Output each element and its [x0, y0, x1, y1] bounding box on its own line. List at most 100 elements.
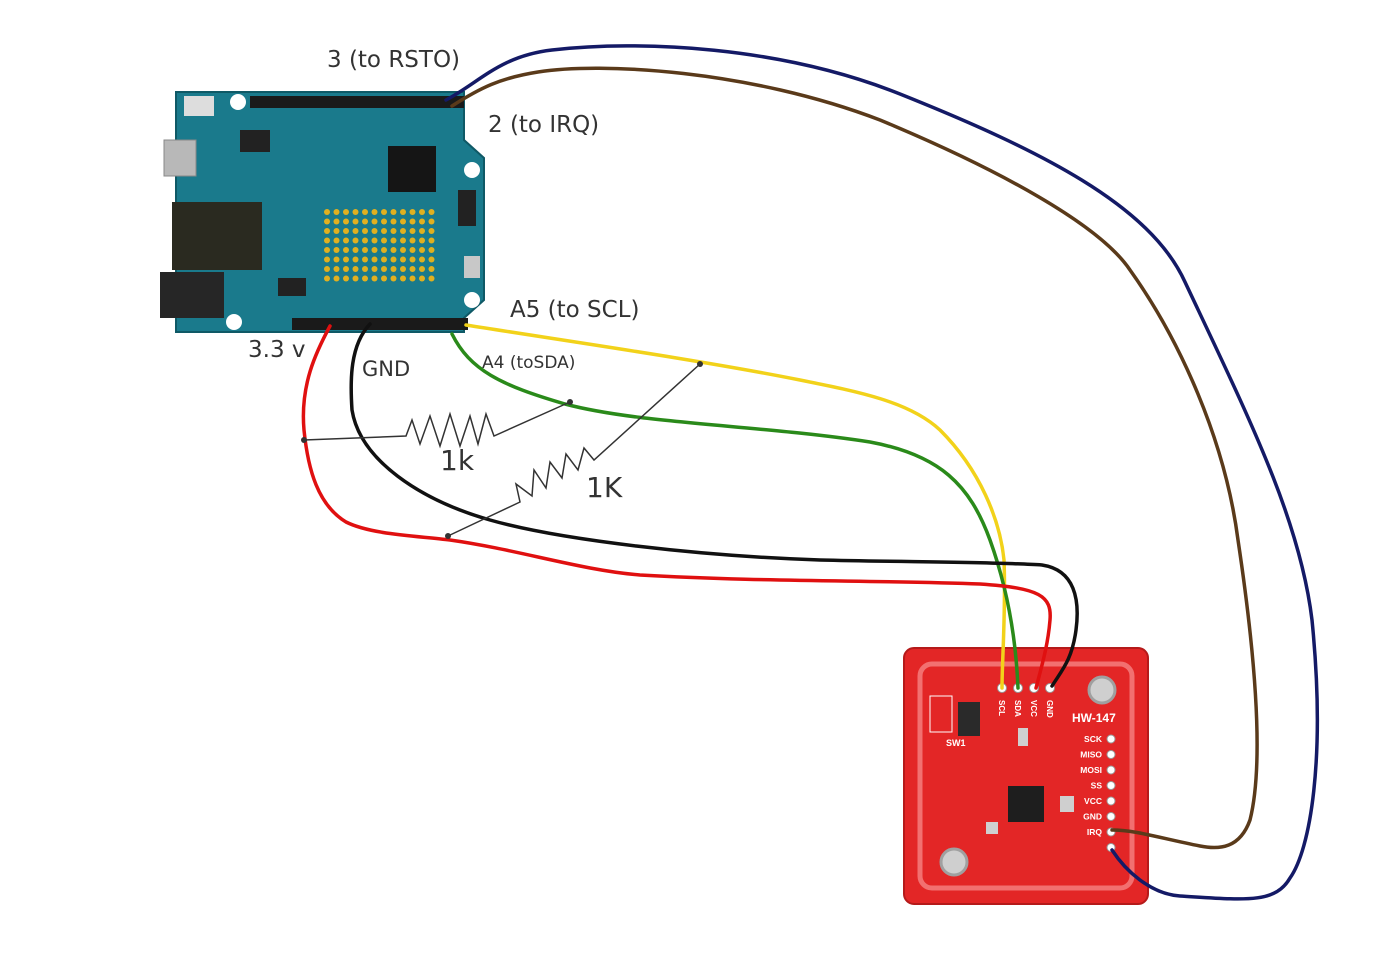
module-pin	[1106, 734, 1116, 744]
led-dot	[419, 275, 425, 282]
side-pin-label: SCK	[1084, 734, 1103, 744]
led-dot	[409, 256, 416, 263]
wire-yellow-scl	[464, 323, 1007, 690]
led-dot	[371, 256, 378, 263]
side-pin-label: IRQ	[1087, 827, 1103, 837]
resistor-1k-left	[303, 401, 571, 449]
led-dot	[362, 247, 368, 253]
led-dot	[419, 228, 425, 234]
led-dot	[428, 266, 435, 272]
led-dot	[343, 237, 349, 244]
led-dot	[324, 218, 330, 225]
led-dot	[390, 237, 397, 244]
led-dot	[362, 218, 368, 225]
led-dot	[371, 209, 378, 215]
led-dot	[352, 256, 359, 263]
led-dot	[381, 256, 387, 263]
wire-black-gnd	[349, 322, 1079, 688]
led-dot	[428, 218, 435, 225]
label-pin2: 2 (to IRQ)	[488, 112, 599, 138]
led-dot	[362, 266, 368, 272]
led-dot	[409, 218, 416, 225]
led-dot	[381, 228, 387, 234]
led-dot	[352, 237, 359, 244]
led-dot	[400, 218, 406, 225]
module-pin	[1106, 765, 1116, 775]
side-pin-label: SS	[1091, 781, 1103, 791]
led-dot	[371, 275, 378, 282]
module-block	[172, 202, 262, 270]
wire-brown-irq	[450, 66, 1259, 850]
led-dot	[333, 228, 340, 234]
label-resistor-1: 1k	[440, 444, 475, 477]
led-dot	[371, 218, 378, 225]
led-dot	[371, 266, 378, 272]
led-dot	[409, 247, 416, 253]
led-dot	[333, 256, 340, 263]
led-dot	[371, 247, 378, 253]
led-dot	[428, 209, 435, 215]
led-dot	[352, 228, 359, 234]
resistors	[303, 363, 701, 537]
led-dot	[390, 275, 397, 282]
led-dot	[390, 247, 397, 253]
wire-red-vcc	[301, 324, 1052, 690]
led-dot	[352, 209, 359, 215]
led-dot	[419, 209, 425, 215]
led-dot	[324, 275, 330, 282]
mcu-chip	[388, 146, 436, 192]
junction	[445, 533, 451, 539]
wire-green-sda	[450, 332, 1020, 690]
resistor-1k-right	[447, 363, 701, 537]
led-dot	[362, 256, 368, 263]
led-dot	[409, 275, 416, 282]
junction	[697, 361, 703, 367]
led-dot	[409, 209, 416, 215]
led-dot	[419, 256, 425, 263]
label-3v3: 3.3 v	[248, 337, 306, 363]
led-dot	[400, 256, 406, 263]
led-dot	[390, 209, 397, 215]
led-dot	[381, 209, 387, 215]
mount-hole	[230, 94, 246, 110]
led-dot	[419, 266, 425, 272]
led-dot	[362, 209, 368, 215]
led-dot	[371, 228, 378, 234]
led-dot	[419, 218, 425, 225]
led-dot	[324, 237, 330, 244]
led-dot	[400, 247, 406, 253]
led-dot	[381, 275, 387, 282]
led-dot	[409, 266, 416, 272]
led-matrix	[324, 209, 435, 282]
module-pin	[1106, 796, 1116, 806]
led-dot	[333, 247, 340, 253]
led-dot	[390, 218, 397, 225]
led-dot	[381, 266, 387, 272]
side-pin-label: MOSI	[1080, 765, 1102, 775]
mount-hole	[939, 847, 969, 877]
mount-hole	[464, 292, 480, 308]
led-dot	[400, 237, 406, 244]
led-dot	[352, 275, 359, 282]
led-dot	[343, 218, 349, 225]
power-jack	[160, 272, 224, 318]
label-pin3: 3 (to RSTO)	[327, 47, 460, 73]
led-dot	[400, 209, 406, 215]
led-dot	[428, 247, 435, 253]
module-pin	[1106, 750, 1116, 759]
label-gnd: GND	[362, 357, 410, 381]
junction	[301, 437, 307, 443]
digital-header	[250, 96, 464, 108]
top-pin-label: SDA	[1013, 700, 1022, 717]
led-dot	[371, 237, 378, 244]
side-pin-label: MISO	[1080, 750, 1102, 760]
led-dot	[352, 266, 359, 272]
usb-connector	[163, 139, 197, 177]
junction-marks	[301, 361, 703, 539]
switch-label: SW1	[946, 738, 966, 748]
analog-header	[292, 318, 468, 330]
dip-switch	[958, 702, 980, 736]
led-dot	[390, 266, 397, 272]
